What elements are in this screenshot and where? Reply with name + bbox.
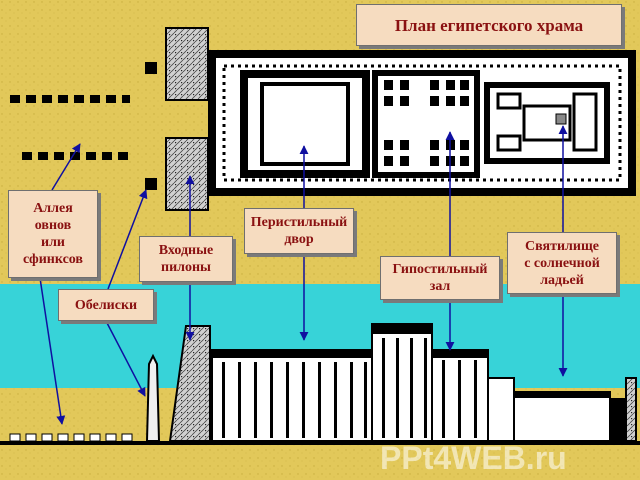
ram-avenue-plan (10, 95, 130, 160)
label-obelisks: Обелиски (58, 289, 154, 321)
watermark: PPt4WEB.ru (380, 440, 567, 476)
diagram-title: План египетского храма (356, 4, 622, 46)
temple-plan (145, 27, 636, 211)
label-peristyle-court: Перистильный двор (244, 208, 354, 254)
label-ram-avenue: Аллея овнов или сфинксов (8, 190, 98, 278)
label-entrance-pylons: Входные пилоны (139, 236, 233, 282)
label-hypostyle-hall: Гипостильный зал (380, 256, 500, 300)
label-sanctuary: Святилище с солнечной ладьей (507, 232, 617, 294)
callout-arrows (39, 125, 568, 425)
temple-elevation (0, 323, 640, 445)
